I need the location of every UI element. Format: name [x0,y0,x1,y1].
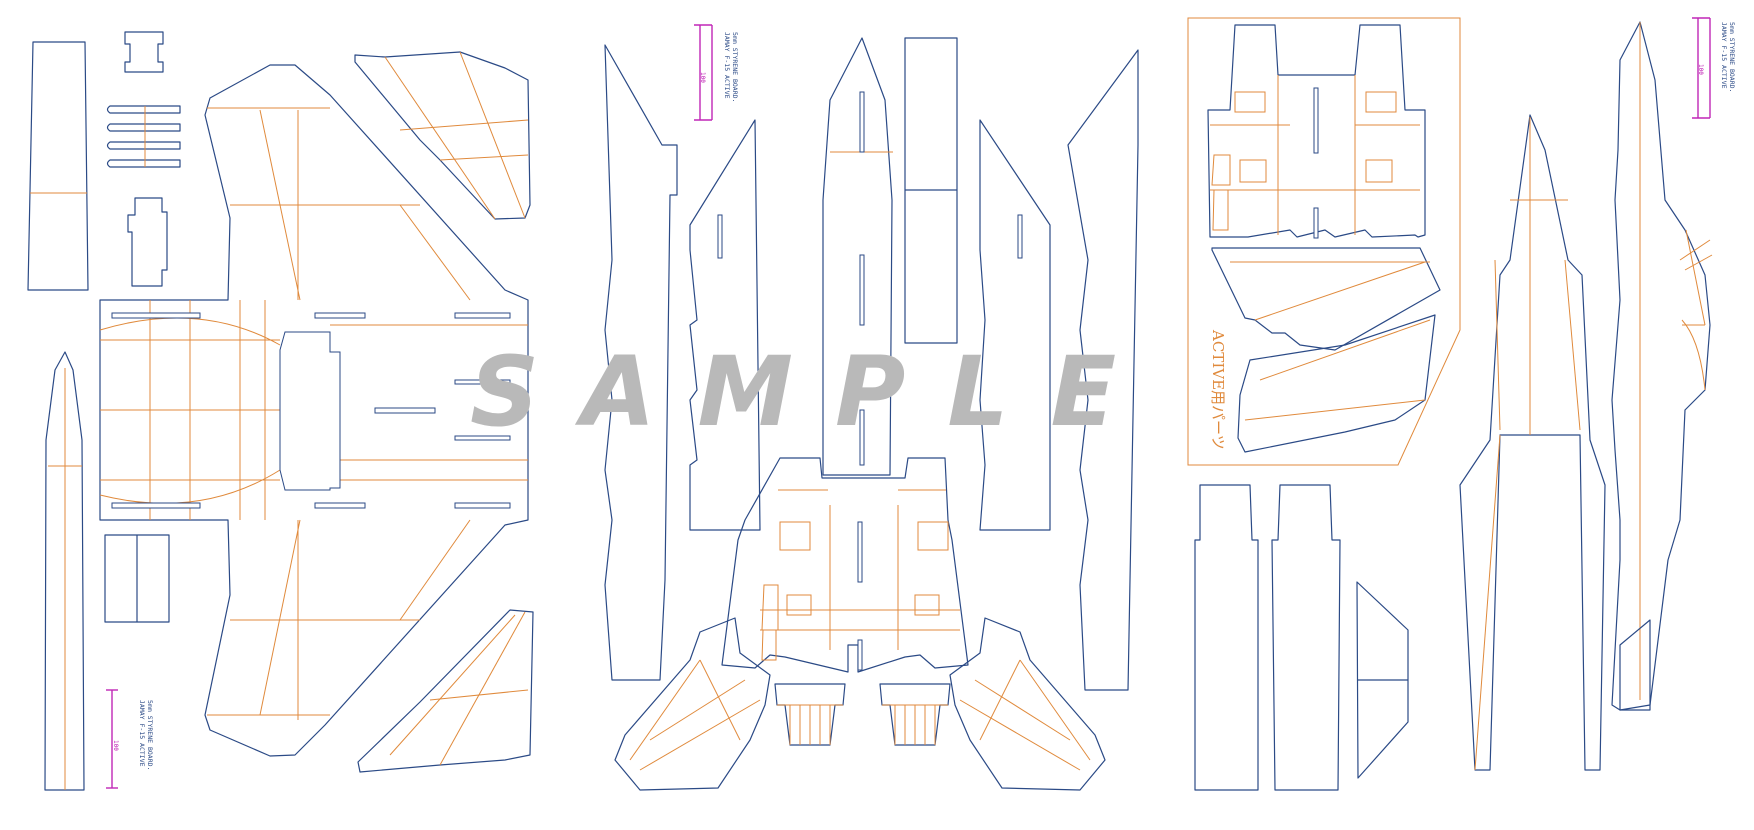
fuselage-side-far-right [1611,21,1711,711]
small-tab-part [124,31,164,73]
active-canard-lower [1237,314,1436,453]
section-3-active-parts: ACTIVE用パーツ [1187,17,1461,791]
small-fin-part [1619,619,1651,711]
svg-text:100: 100 [112,740,119,751]
wing-fold-lines [99,107,528,720]
credit-label-1: JAMAY F-15 ACTIVE5mm STYRENE BOARD. [138,700,154,770]
scale-bar-4: 100 [1692,17,1711,119]
engine-fold-lines [760,489,960,661]
connector-part [127,197,168,287]
rib-strips [106,105,181,168]
fuselage-inner-left [689,119,761,531]
nose-long-part [1459,114,1606,771]
fuselage-side-left [604,44,678,681]
tail-fin-right [949,617,1106,791]
active-parts-label: ACTIVE用パーツ [1209,329,1227,450]
active-parts-frame [1187,17,1461,466]
small-wedge-part [1356,581,1409,779]
center-cutout [279,331,341,491]
credit-label-2: JAMAY F-15 ACTIVE5mm STYRENE BOARD. [723,32,739,102]
active-engine-part [1207,24,1426,238]
scale-bar-1: 100 [106,689,119,789]
section-4-right-parts: 100 JAMAY F-15 ACTIVE5mm STYRENE BOARD. [1459,17,1736,771]
tall-strip-part [27,41,89,291]
section-1-wing-plate: 100 JAMAY F-15 ACTIVE5mm STYRENE BOARD. [27,31,534,791]
exhaust-nozzles [774,683,951,746]
stabilizer-top [354,51,531,220]
panel-middle [1271,484,1341,791]
nose-center-part [822,37,893,476]
section-2-fuselage: 100 JAMAY F-15 ACTIVE5mm STYRENE BOARD. [604,24,1139,791]
tail-fin-left [614,617,771,791]
credit-label-4: JAMAY F-15 ACTIVE5mm STYRENE BOARD. [1720,22,1736,92]
main-wing-plate [99,64,529,757]
sample-watermark: SAMPLE [470,336,1158,448]
panel-left [1194,484,1259,791]
stabilizer-bottom [357,609,534,773]
engine-assembly [721,457,969,673]
fuselage-inner-right [979,119,1051,531]
svg-text:100: 100 [1697,64,1704,75]
wing-slots [111,312,511,509]
active-canard-upper [1211,247,1441,351]
fuselage-side-right [1067,49,1139,691]
scale-bar-2: 100 [694,24,713,121]
svg-text:100: 100 [699,72,706,83]
